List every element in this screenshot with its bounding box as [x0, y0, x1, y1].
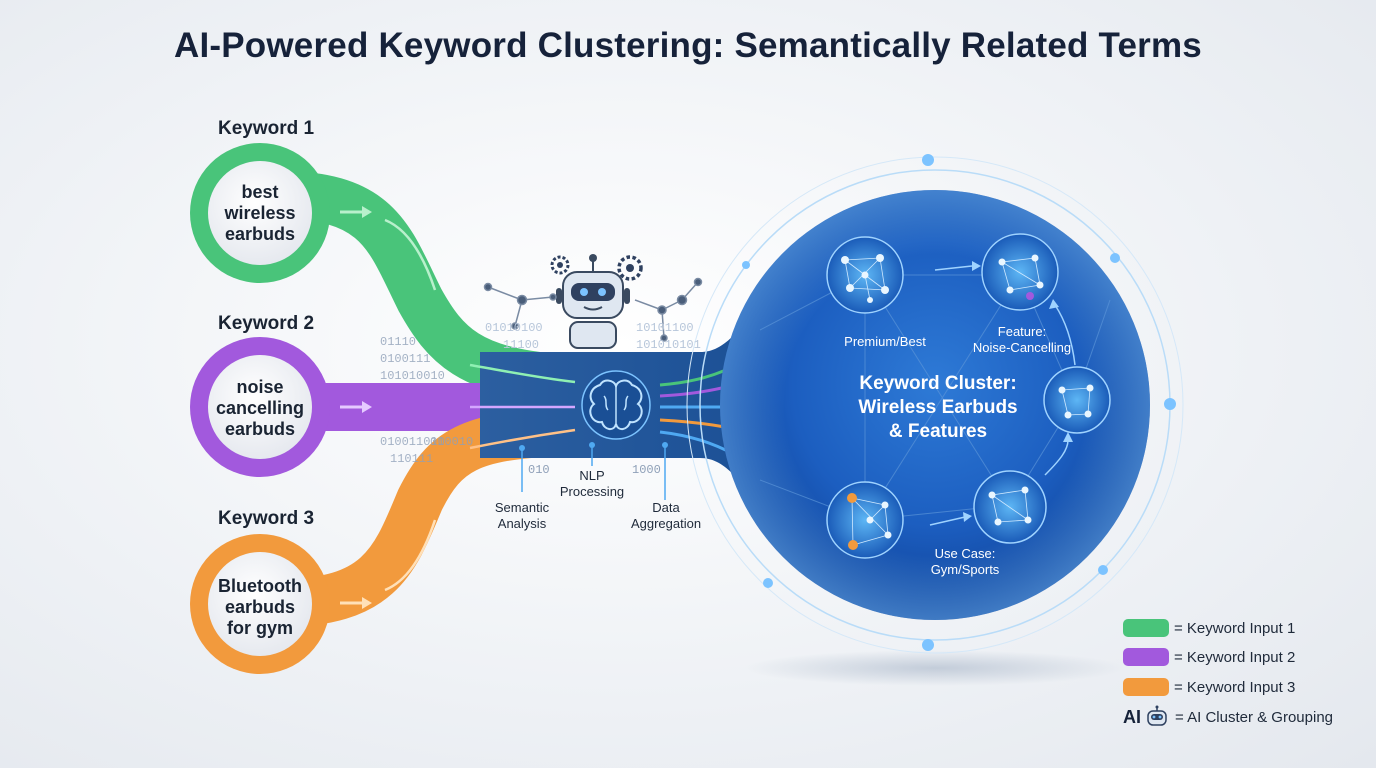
- binary-line: 110111: [390, 452, 434, 466]
- keyword-text-line: for gym: [226, 618, 293, 638]
- gear-icon: [617, 255, 643, 281]
- binary-line: 010010: [430, 435, 474, 449]
- label-line: Data: [652, 500, 680, 515]
- flow-arrow-head: [362, 401, 372, 413]
- node-label-premium: Premium/Best: [844, 334, 926, 349]
- connector-dot: [662, 442, 668, 448]
- keyword3-bubble: [190, 534, 330, 674]
- keyword-text-line: wireless: [224, 203, 296, 223]
- label-line: Aggregation: [630, 516, 702, 531]
- node-label-feature: Feature: Noise-Cancelling: [960, 324, 1084, 356]
- binary-line: 0100111: [380, 352, 431, 366]
- keyword1-text: best wireless earbuds: [200, 182, 320, 245]
- legend-swatch-orange: [1123, 678, 1169, 696]
- binary-line: 101010010: [380, 369, 445, 383]
- keyword1-bubble: [190, 143, 330, 283]
- label-line: Processing: [559, 484, 625, 499]
- cluster-node-right: [1043, 366, 1111, 434]
- flow-arrow-head: [362, 597, 372, 609]
- flow-line: [384, 519, 437, 592]
- legend-label: = Keyword Input 3: [1174, 678, 1296, 696]
- keyword-text-line: Bluetooth: [218, 576, 302, 596]
- label-line: Semantic: [494, 500, 550, 515]
- legend-item: = Keyword Input 3: [1123, 678, 1295, 696]
- keyword2-bubble: [190, 337, 330, 477]
- data-aggregation-label: Data Aggregation: [620, 500, 712, 532]
- connector-dot: [589, 442, 595, 448]
- binary-text: 101010101: [636, 337, 701, 354]
- cluster-title-line: Wireless Earbuds: [858, 397, 1018, 418]
- network-graph-left: [483, 282, 557, 330]
- flow-line: [469, 363, 576, 384]
- cluster-node-gym: [826, 481, 904, 559]
- label-line: Feature:: [997, 324, 1047, 339]
- binary-text: 1000: [632, 463, 661, 477]
- brain-icon: [581, 370, 651, 440]
- node-label-use-case: Use Case: Gym/Sports: [905, 546, 1025, 578]
- keyword1-label: Keyword 1: [218, 118, 315, 139]
- cluster-title-line: & Features: [888, 421, 988, 442]
- legend-swatch-purple: [1123, 648, 1169, 666]
- label-line: Analysis: [497, 516, 547, 531]
- binary-line: 11100: [503, 338, 540, 352]
- robot-icon: [556, 254, 630, 349]
- semantic-analysis-label: Semantic Analysis: [480, 500, 564, 532]
- legend-label: = Keyword Input 1: [1174, 619, 1296, 637]
- binary-line: 01110: [380, 335, 417, 349]
- legend-item: = Keyword Input 2: [1123, 648, 1295, 666]
- keyword-text-line: noise: [236, 377, 284, 397]
- keyword3-text: Bluetooth earbuds for gym: [200, 576, 320, 639]
- gear-icon: [550, 255, 570, 275]
- label-line: Use Case:: [934, 546, 996, 561]
- page-title: AI-Powered Keyword Clustering: Semantica…: [174, 26, 1202, 65]
- keyword-text-line: earbuds: [224, 419, 296, 439]
- binary-line: 101010101: [636, 338, 701, 352]
- flow-line: [469, 428, 576, 450]
- cluster-arrows: [929, 265, 1076, 526]
- legend-label: = AI Cluster & Grouping: [1175, 708, 1333, 726]
- binary-text: 010: [528, 463, 550, 477]
- orbit-dots: [742, 154, 1176, 651]
- binary-text: 01110 0100111 101010010: [380, 334, 445, 385]
- cluster-node-bottom-right: [973, 470, 1047, 544]
- network-graph-right: [634, 277, 703, 342]
- binary-line: 01010100: [485, 321, 543, 335]
- cluster-node-premium: [826, 236, 904, 314]
- keyword-text-line: earbuds: [224, 597, 296, 617]
- robot-icon: [1147, 705, 1167, 726]
- binary-text: 010010 010011010 110111: [380, 434, 473, 468]
- cluster-title-line: Keyword Cluster:: [859, 373, 1017, 394]
- flow-line: [384, 218, 437, 291]
- keyword2-text: noise cancelling earbuds: [200, 377, 320, 440]
- binary-text: 10101100 1000: [636, 320, 694, 337]
- flow-arrow-head: [362, 206, 372, 218]
- keyword-text-line: best: [241, 182, 279, 202]
- legend-swatch-green: [1123, 619, 1169, 637]
- keyword-text-line: earbuds: [224, 224, 296, 244]
- sphere-shadow: [745, 650, 1125, 686]
- legend-label: = Keyword Input 2: [1174, 648, 1296, 666]
- keyword-text-line: cancelling: [215, 398, 305, 418]
- legend-item-ai: AI = AI Cluster & Grouping: [1123, 705, 1333, 729]
- legend-item: = Keyword Input 1: [1123, 619, 1295, 637]
- connector-dot: [519, 445, 525, 451]
- binary-text: 01010100 11100: [485, 320, 543, 354]
- keyword3-label: Keyword 3: [218, 508, 315, 529]
- ai-mark: AI: [1123, 706, 1141, 727]
- label-line: Noise-Cancelling: [972, 340, 1072, 355]
- cluster-title: Keyword Cluster: Wireless Earbuds & Feat…: [818, 372, 1058, 444]
- label-line: Gym/Sports: [930, 562, 1000, 577]
- orbit-ring-outer: [686, 156, 1184, 654]
- cluster-arrow-heads: [963, 261, 1073, 522]
- keyword2-label: Keyword 2: [218, 313, 315, 334]
- label-line: NLP: [579, 468, 605, 483]
- cluster-node-noise-cancelling: [981, 233, 1059, 311]
- binary-line: 10101100: [636, 321, 694, 335]
- binary-line: 010011010: [380, 435, 445, 449]
- nlp-processing-label: NLP Processing: [552, 468, 632, 500]
